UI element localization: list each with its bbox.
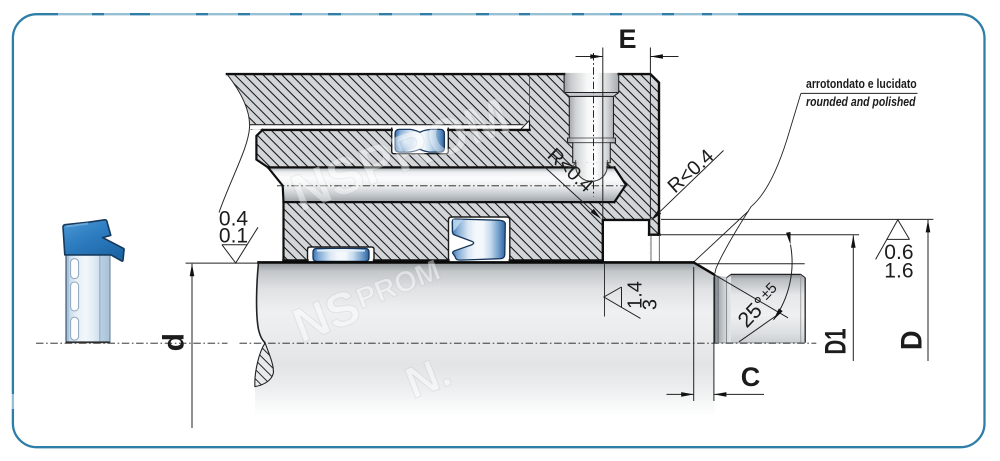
svg-text:arrotondato e lucidato: arrotondato e lucidato	[806, 78, 917, 91]
svg-text:1.6: 1.6	[884, 260, 913, 283]
svg-text:D: D	[895, 331, 929, 350]
svg-text:E: E	[618, 24, 636, 54]
svg-text:0.1: 0.1	[219, 224, 248, 247]
svg-text:1.4: 1.4	[625, 281, 647, 309]
svg-text:0.6: 0.6	[884, 241, 913, 264]
svg-text:0.4: 0.4	[219, 207, 249, 230]
svg-text:rounded and polished: rounded and polished	[806, 96, 916, 109]
svg-text:d: d	[157, 333, 190, 351]
svg-text:3: 3	[640, 299, 662, 310]
svg-text:D1: D1	[820, 328, 853, 354]
svg-text:C: C	[741, 362, 761, 392]
